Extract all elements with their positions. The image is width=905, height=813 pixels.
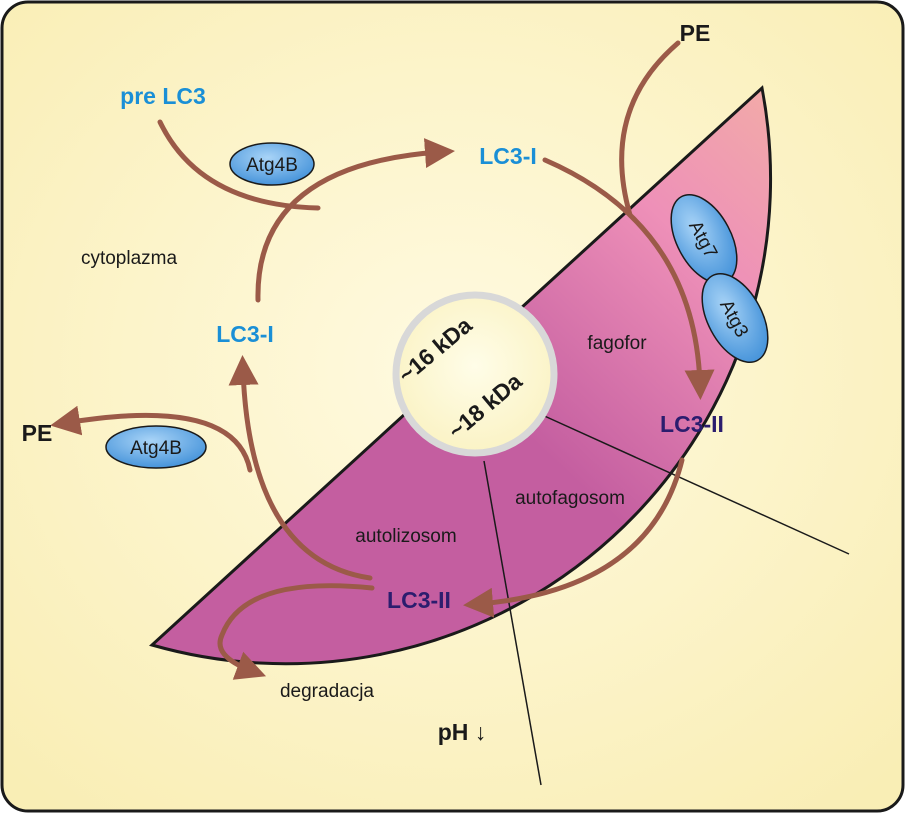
enzyme-atg3: Atg3 <box>701 273 769 363</box>
arrow-lc3ii-bottom-to-lc3i-left <box>228 355 373 581</box>
arrow-lc3i-left-to-top <box>255 138 455 303</box>
enzyme-atg4b-left: Atg4B <box>105 425 207 469</box>
arrow-lc3i-top-to-lc3ii <box>542 157 715 400</box>
enzyme-atg7: Atg7 <box>670 194 738 284</box>
pe-left-label: PE <box>22 420 53 446</box>
pe-top-label: PE <box>680 20 711 46</box>
atg4b-top-label: Atg4B <box>246 155 298 176</box>
atg4b-left-label: Atg4B <box>130 438 182 459</box>
arrow-pe-top <box>619 40 681 218</box>
pre-lc3-label: pre LC3 <box>120 83 206 109</box>
ph-label: pH ↓ <box>438 719 487 745</box>
arrow-to-degradation <box>217 583 375 680</box>
arrow-to-pe-left <box>50 405 253 473</box>
lc3-ii-bottom-label: LC3-II <box>387 587 451 613</box>
kda-circle: ~16 kDa ~18 kDa <box>392 291 558 457</box>
autofagosom-label: autofagosom <box>515 488 625 509</box>
lc3-i-left-label: LC3-I <box>216 321 274 347</box>
divider-phagophore-autophagosome <box>539 413 850 555</box>
degradacja-label: degradacja <box>280 681 374 702</box>
cytoplazma-label: cytoplazma <box>81 248 178 269</box>
enzyme-atg4b-top: Atg4B <box>229 142 315 186</box>
arrows <box>50 40 715 680</box>
lc3-ii-right-label: LC3-II <box>660 411 724 437</box>
divider-autophagosome-autolysosome <box>483 460 542 786</box>
autolizosom-label: autolizosom <box>355 526 456 547</box>
fagofor-label: fagofor <box>587 333 647 354</box>
lc3-i-top-label: LC3-I <box>479 143 537 169</box>
arrow-lc3ii-right-to-bottom <box>463 457 685 618</box>
